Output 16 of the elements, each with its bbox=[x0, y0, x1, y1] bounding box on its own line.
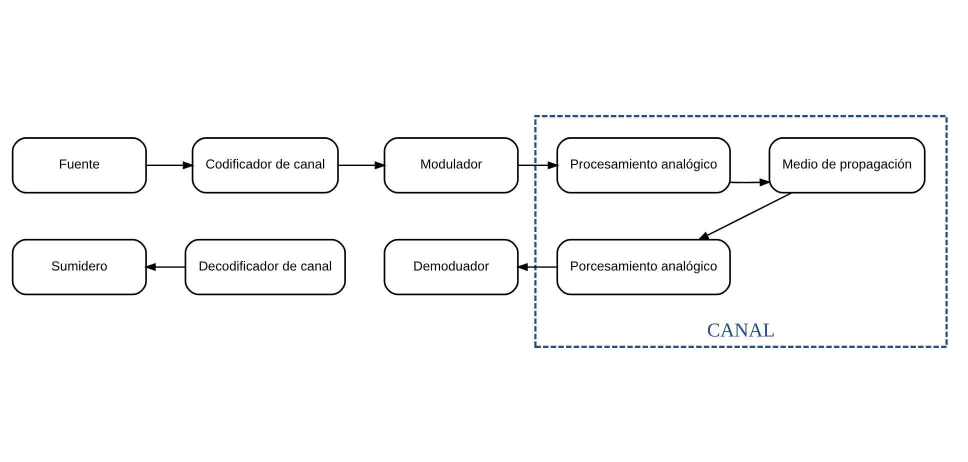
node-box: Sumidero bbox=[12, 238, 147, 295]
node-box: Procesamiento analógico bbox=[556, 136, 731, 193]
node-box: Modulador bbox=[384, 136, 519, 193]
node-box: Decodificador de canal bbox=[184, 238, 346, 295]
arrow bbox=[518, 160, 560, 169]
arrow bbox=[516, 262, 558, 271]
node-box: Medio de propagación bbox=[768, 136, 926, 193]
arrow bbox=[338, 160, 386, 169]
node-box: Codificador de canal bbox=[192, 136, 339, 193]
node-box: Fuente bbox=[12, 136, 147, 193]
arrow bbox=[146, 160, 194, 169]
node-box: Porcesamiento analógico bbox=[556, 238, 731, 295]
arrow bbox=[697, 192, 792, 240]
arrow bbox=[144, 262, 186, 271]
arrow bbox=[730, 178, 772, 186]
node-box: Demoduador bbox=[384, 238, 519, 295]
